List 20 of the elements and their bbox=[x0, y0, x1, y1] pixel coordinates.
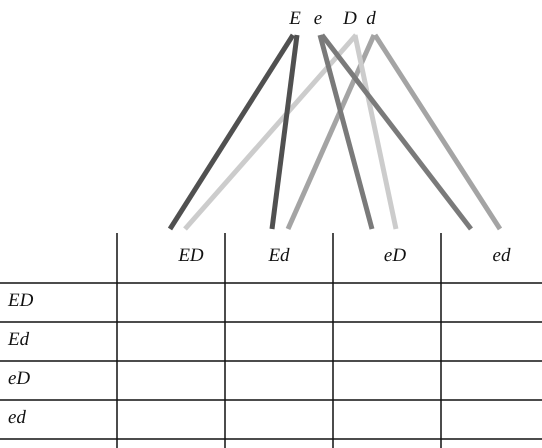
gamete-header: ed bbox=[492, 245, 510, 267]
allele-line bbox=[286, 34, 376, 230]
row-header: ED bbox=[8, 290, 34, 312]
allele-line bbox=[320, 33, 473, 231]
allele-line bbox=[372, 34, 502, 230]
gamete-header: ED bbox=[178, 245, 204, 267]
allele-symbol: D bbox=[343, 8, 357, 30]
allele-symbol: d bbox=[366, 8, 376, 30]
allele-symbol: e bbox=[314, 8, 322, 30]
gamete-header: Ed bbox=[268, 245, 290, 267]
allele-line bbox=[318, 34, 374, 230]
allele-line bbox=[352, 34, 398, 230]
gamete-header: eD bbox=[384, 245, 406, 267]
row-header: eD bbox=[8, 368, 30, 390]
allele-symbol: E bbox=[289, 8, 301, 30]
allele-line bbox=[183, 33, 358, 231]
row-header: Ed bbox=[8, 329, 30, 351]
row-header: ed bbox=[8, 407, 26, 429]
allele-line bbox=[270, 34, 300, 230]
allele-line bbox=[168, 34, 296, 230]
